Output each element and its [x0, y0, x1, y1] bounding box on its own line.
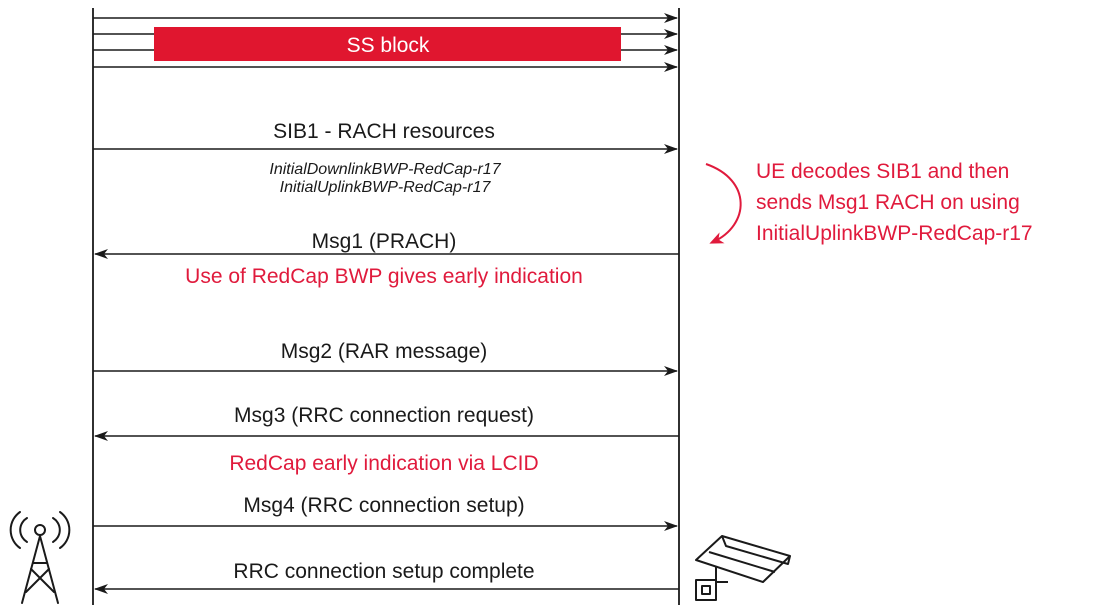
lcid-note: RedCap early indication via LCID	[229, 452, 538, 475]
ue-note-line-1: UE decodes SIB1 and then	[756, 160, 1009, 183]
msg3-label: Msg3 (RRC connection request)	[234, 404, 534, 427]
sib1-detail-uplink: InitialUplinkBWP-RedCap-r17	[280, 179, 492, 196]
sib1-label: SIB1 - RACH resources	[273, 120, 495, 143]
radio-tower-icon	[9, 511, 71, 604]
surveillance-camera-icon	[695, 535, 791, 601]
msg2-label: Msg2 (RAR message)	[281, 340, 488, 363]
rrc-complete-label: RRC connection setup complete	[233, 560, 534, 583]
ue-note-line-2: sends Msg1 RACH on using	[756, 191, 1020, 214]
ue-note-line-3: InitialUplinkBWP-RedCap-r17	[756, 222, 1033, 245]
ue-annotation-curved-arrow	[705, 163, 742, 244]
ss-block-label: SS block	[347, 34, 430, 57]
msg4-label: Msg4 (RRC connection setup)	[243, 494, 524, 517]
ss-block	[154, 27, 621, 61]
redcap-bwp-note: Use of RedCap BWP gives early indication	[185, 265, 583, 288]
sib1-detail-downlink: InitialDownlinkBWP-RedCap-r17	[269, 161, 501, 178]
msg1-label: Msg1 (PRACH)	[312, 230, 457, 253]
